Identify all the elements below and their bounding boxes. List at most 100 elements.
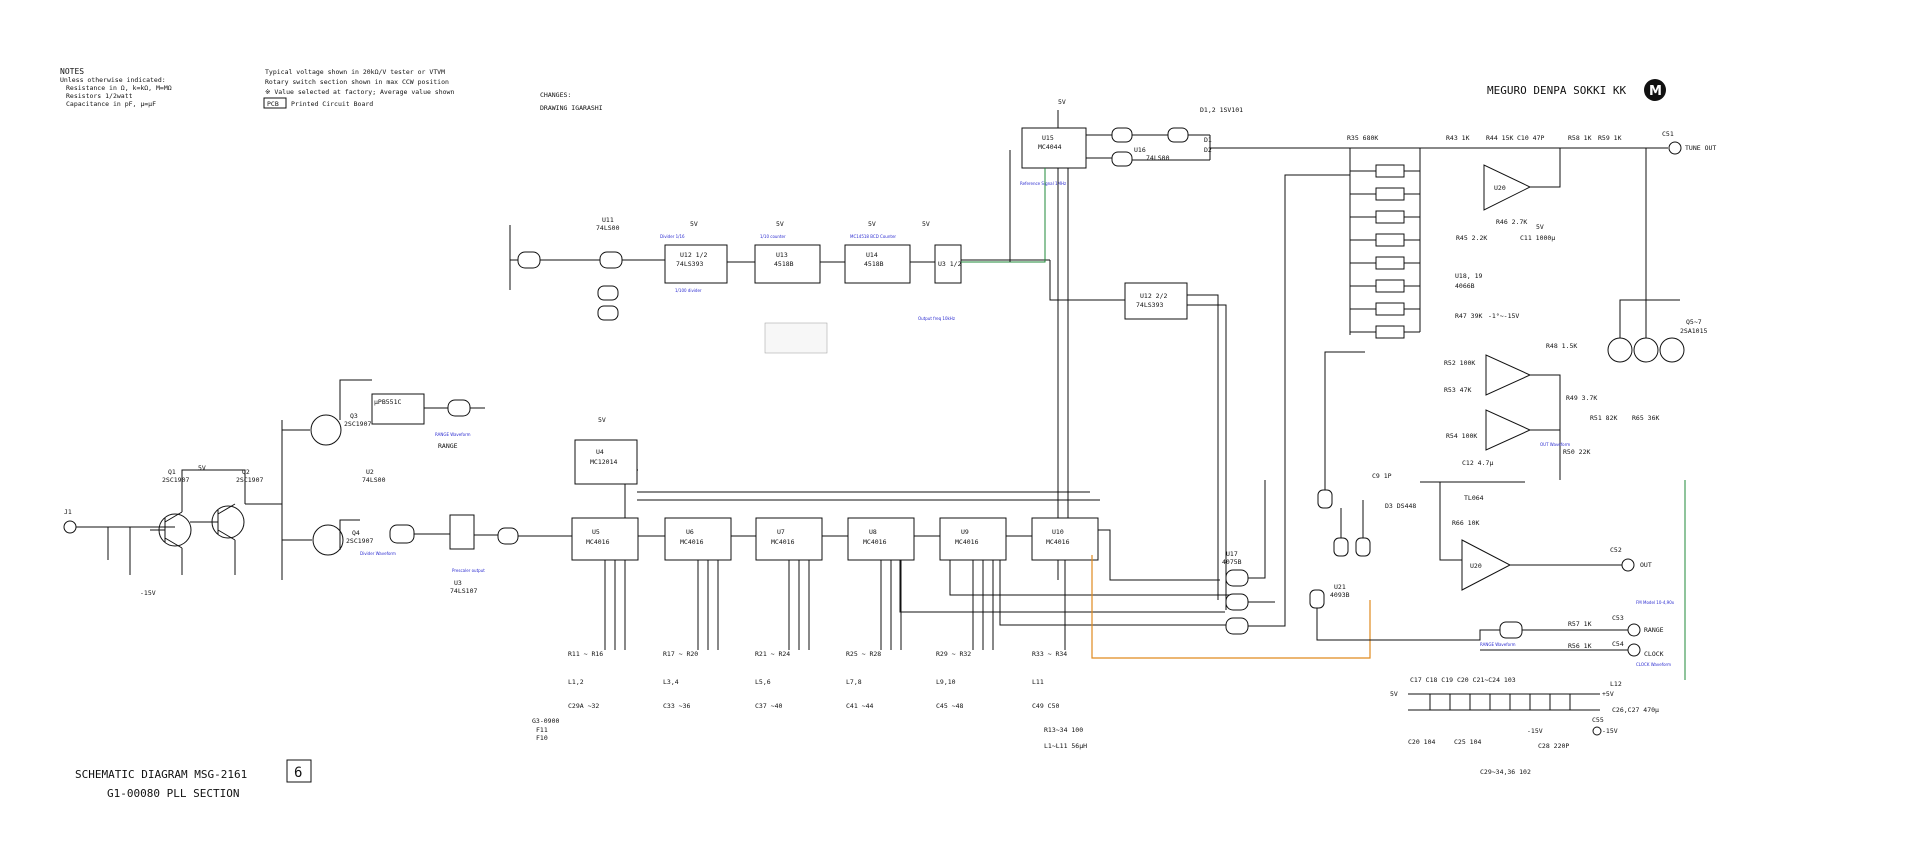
waveform-inset bbox=[764, 322, 828, 354]
u8-chip bbox=[847, 517, 915, 561]
c10-label: C10 47P bbox=[1517, 134, 1544, 142]
u20-opamp-2 bbox=[1485, 354, 1532, 396]
u11-gate-d bbox=[597, 305, 619, 321]
legend-line: Rotary switch section shown in max CCW p… bbox=[265, 78, 449, 86]
u18-label: U18, 19 bbox=[1455, 272, 1482, 280]
q6-transistor bbox=[1633, 337, 1659, 363]
u18-switch bbox=[1375, 279, 1405, 293]
group-coil: L11 bbox=[1032, 678, 1044, 686]
u18-switch bbox=[1375, 233, 1405, 247]
r51-label: R51 82K bbox=[1590, 414, 1617, 422]
c52-connector[interactable] bbox=[1621, 558, 1635, 572]
u2-gate-b bbox=[389, 524, 415, 544]
u11-gate-c bbox=[597, 285, 619, 301]
u6-chip bbox=[664, 517, 732, 561]
u4-label: U4 bbox=[596, 448, 604, 456]
notes-title: NOTES bbox=[60, 67, 84, 76]
c55-label: C55 bbox=[1592, 716, 1604, 724]
title-line2: G1-00080 PLL SECTION bbox=[107, 787, 239, 800]
c53-connector[interactable] bbox=[1627, 623, 1641, 637]
legend-line: Printed Circuit Board bbox=[291, 100, 373, 108]
q3-transistor bbox=[310, 414, 342, 446]
pcb-label: PCB bbox=[267, 100, 279, 108]
u12b-block: U12 2/2 74LS393 bbox=[1049, 168, 1227, 610]
u16-gate-a bbox=[1111, 127, 1133, 143]
title-line1: SCHEMATIC DIAGRAM MSG-2161 bbox=[75, 768, 247, 781]
u15-vcc: 5V bbox=[1058, 98, 1066, 106]
c9-label: C9 1P bbox=[1372, 472, 1392, 480]
d1-label: D1 bbox=[1204, 136, 1212, 144]
u12b-label: U12 2/2 bbox=[1140, 292, 1167, 300]
c51-connector[interactable] bbox=[1668, 141, 1682, 155]
r44-label: R44 15K bbox=[1486, 134, 1513, 142]
group-cap: C49 C50 bbox=[1032, 702, 1059, 710]
legend-block: Typical voltage shown in 20kΩ/V tester o… bbox=[263, 68, 454, 109]
q7-transistor bbox=[1659, 337, 1685, 363]
u16-type: 74LS00 bbox=[1146, 154, 1170, 162]
g3-label: G3-0900 bbox=[532, 717, 559, 725]
u17-gate-a bbox=[1225, 569, 1249, 587]
u20-5v: 5V bbox=[1536, 223, 1544, 231]
reference-divider: U11 74LS00 U12 1/2 74LS393 U13 4518B U14… bbox=[509, 216, 1050, 354]
q4-type: 2SC1907 bbox=[346, 537, 373, 545]
decouple-5v: 5V bbox=[1390, 690, 1398, 698]
q5-7-label: Q5~7 bbox=[1686, 318, 1702, 326]
minus15-label: -15V bbox=[1602, 727, 1618, 735]
company-name: MEGURO DENPA SOKKI KK bbox=[1487, 84, 1626, 97]
group-cap: C41 ~44 bbox=[846, 702, 873, 710]
range-blue-label: RANGE bbox=[438, 442, 458, 450]
c11-label: C11 1000μ bbox=[1520, 234, 1555, 242]
u20-opamp-top bbox=[1483, 164, 1532, 211]
green-trace bbox=[961, 168, 1046, 263]
input-stage: J1 Q1 2SC1907 Q2 2SC1907 5V -15V bbox=[63, 464, 282, 597]
tune-out-label: TUNE OUT bbox=[1685, 144, 1716, 152]
u17-label: U17 bbox=[1226, 550, 1238, 558]
u16-gate-b bbox=[1111, 151, 1133, 167]
u13-type: 4518B bbox=[774, 260, 794, 268]
group-cap: C33 ~36 bbox=[663, 702, 690, 710]
r54-label: R54 100K bbox=[1446, 432, 1477, 440]
u3-vcc: 5V bbox=[922, 220, 930, 228]
notes-line: Capacitance in pF, μ=μF bbox=[66, 100, 156, 108]
group-coil: L1,2 bbox=[568, 678, 584, 686]
u15-label: U15 bbox=[1042, 134, 1054, 142]
r13-label: R13~34 100 bbox=[1044, 726, 1083, 734]
u4-type: MC12014 bbox=[590, 458, 617, 466]
u4-vcc: 5V bbox=[598, 416, 606, 424]
out-label: OUT bbox=[1640, 561, 1652, 569]
r56-label: R56 1K bbox=[1568, 642, 1592, 650]
r45-label: R45 2.2K bbox=[1456, 234, 1487, 242]
group-coil: L9,10 bbox=[936, 678, 956, 686]
annotation-1: Divider 1/16 bbox=[660, 234, 685, 239]
q4-label: Q4 bbox=[352, 529, 360, 537]
u21-type: 4093B bbox=[1330, 591, 1350, 599]
legend-line: ※ Value selected at factory; Average val… bbox=[265, 88, 454, 96]
annotation-2: 1/10 counter bbox=[760, 234, 786, 239]
u12a-label: U12 1/2 bbox=[680, 251, 707, 259]
notes-line: Unless otherwise indicated: bbox=[60, 76, 166, 84]
u6-type: MC4016 bbox=[680, 538, 704, 546]
c53-label: C53 bbox=[1612, 614, 1624, 622]
u21-label: U21 bbox=[1334, 583, 1346, 591]
annotation-3: MC14518 BCD Counter bbox=[850, 234, 896, 239]
q3-type: 2SC1907 bbox=[344, 420, 371, 428]
group-res: R21 ~ R24 bbox=[755, 650, 790, 658]
l12-label: L12 bbox=[1610, 680, 1622, 688]
orange-trace bbox=[1091, 555, 1371, 659]
annotation-out: OUT Waveform bbox=[1540, 442, 1570, 447]
neg15-mid: -15V bbox=[1527, 727, 1543, 735]
group-coil: L5,6 bbox=[755, 678, 771, 686]
clock-label: CLOCK bbox=[1644, 650, 1664, 658]
neg15-label: -15V bbox=[140, 589, 156, 597]
u16-small-gate bbox=[1317, 489, 1333, 509]
q1-label: Q1 bbox=[168, 468, 176, 476]
u12a-counter bbox=[664, 244, 728, 284]
u11-gate-b bbox=[599, 251, 623, 269]
power-decoupling: C17 C18 C19 C20 C21~C24 103 5V +5V L12 C… bbox=[1390, 676, 1659, 776]
u4-chip bbox=[574, 439, 638, 485]
c55-connector bbox=[1592, 726, 1602, 736]
c54-connector[interactable] bbox=[1627, 643, 1641, 657]
annotation-5: Output freq 10kHz bbox=[918, 316, 955, 321]
f10-label: F10 bbox=[536, 734, 548, 742]
legend-line: Typical voltage shown in 20kΩ/V tester o… bbox=[265, 68, 445, 76]
